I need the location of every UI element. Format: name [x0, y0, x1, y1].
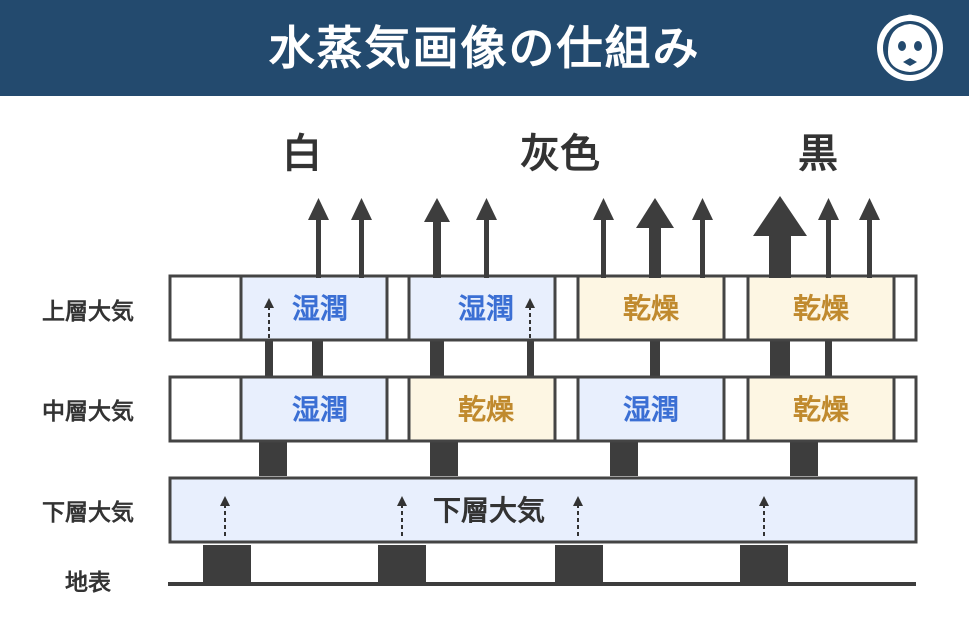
arrow-head	[759, 496, 769, 506]
middle-cell-label: 乾燥	[793, 393, 850, 426]
radiation-bar	[430, 441, 458, 476]
middle-cell-moist	[576, 375, 726, 443]
outgoing-arrow-shaft	[433, 220, 441, 278]
arrow-head	[573, 496, 583, 506]
radiation-bar	[790, 441, 818, 476]
outgoing-arrow-shaft	[826, 218, 831, 278]
lower-layer	[168, 476, 918, 544]
upper-cell-label: 乾燥	[623, 292, 680, 325]
water-vapor-diagram: 白 灰色 黒 上層大気 中層大気 下層大気 地表 湿潤 湿潤 乾燥 乾燥 湿潤 …	[42, 131, 918, 596]
arrow-head	[424, 198, 450, 222]
radiation-bar	[265, 340, 273, 378]
radiation-bar	[610, 441, 638, 476]
ground-block	[740, 545, 788, 586]
middle-cell-label: 湿潤	[623, 393, 679, 426]
middle-cell-label: 乾燥	[458, 393, 515, 426]
upper-cell-dry	[746, 274, 896, 342]
arrow-head	[859, 198, 880, 220]
arrow-head	[476, 198, 497, 220]
radiation-bar	[770, 340, 790, 378]
outgoing-arrow-shaft	[867, 218, 872, 278]
middle-cell-label: 湿潤	[292, 393, 348, 426]
arrow-head	[351, 198, 372, 220]
arrow-head	[818, 198, 839, 220]
row-label-ground: 地表	[65, 570, 112, 596]
outgoing-arrow-shaft	[601, 218, 606, 278]
arrow-head	[264, 298, 274, 308]
column-label-white: 白	[282, 131, 322, 177]
outgoing-arrow-shaft	[359, 218, 364, 278]
lower-layer-label: 下層大気	[433, 494, 545, 527]
radiation-bar	[259, 441, 287, 476]
arrow-head	[397, 496, 407, 506]
header-bar	[0, 0, 969, 96]
outgoing-arrow-shaft	[700, 218, 705, 278]
radiation-bar	[825, 340, 832, 378]
cartoon-face-logo-icon	[877, 14, 943, 81]
arrow-head	[308, 198, 329, 220]
arrow-head	[593, 198, 614, 220]
ground-block	[555, 545, 603, 586]
upper-cell-label: 湿潤	[458, 292, 514, 325]
middle-cell-dry	[746, 375, 896, 443]
arrow-head	[636, 198, 674, 228]
upper-cell-label: 乾燥	[793, 292, 850, 325]
middle-cell-dry	[407, 375, 557, 443]
ground-line	[168, 582, 916, 586]
arrow-head	[220, 496, 230, 506]
ground-block	[203, 545, 251, 586]
outgoing-arrow-shaft	[649, 224, 661, 278]
radiation-bar	[527, 340, 534, 378]
radiation-bar	[650, 340, 660, 378]
page-title: 水蒸気画像の仕組み	[268, 21, 701, 75]
row-label-upper: 上層大気	[42, 298, 134, 325]
arrow-head	[692, 198, 713, 220]
arrow-head	[753, 196, 807, 236]
radiation-bar	[312, 340, 323, 378]
row-label-middle: 中層大気	[42, 398, 134, 425]
ground-block	[378, 545, 426, 586]
column-label-black: 黒	[798, 131, 838, 177]
arrow-head	[525, 298, 535, 308]
middle-cell-moist	[239, 375, 389, 443]
outgoing-arrow-shaft	[484, 218, 489, 278]
column-label-gray: 灰色	[520, 131, 600, 177]
row-label-lower: 下層大気	[42, 499, 134, 526]
outgoing-arrow-shaft	[769, 230, 791, 278]
upper-cell-label: 湿潤	[292, 292, 348, 325]
outgoing-arrow-shaft	[316, 218, 321, 278]
radiation-bar	[430, 340, 444, 378]
